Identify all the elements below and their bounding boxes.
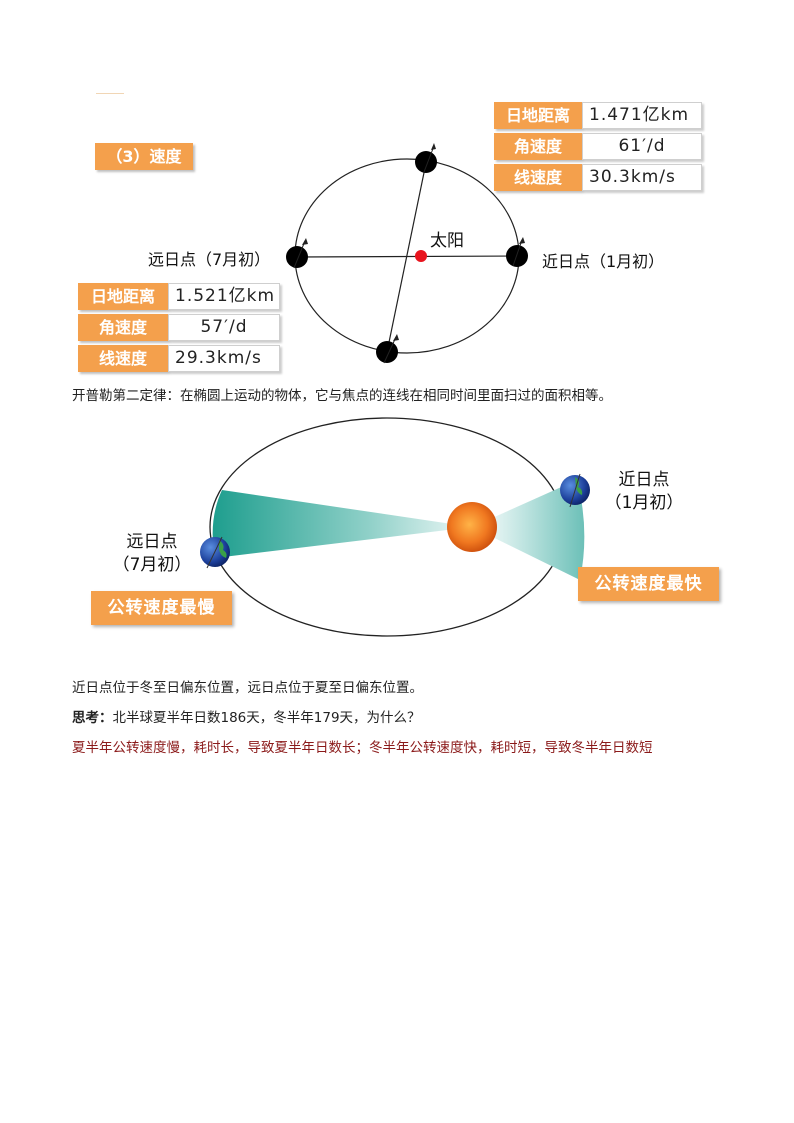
fast-sector: [472, 480, 585, 580]
slow-sector: [212, 490, 472, 558]
question-prefix: 思考：: [72, 710, 113, 726]
perihelion-linear-speed-key: 线速度: [494, 164, 582, 191]
aphelion-data-table: 日地距离 1.521亿km 角速度 57′/d 线速度 29.3km/s: [78, 283, 280, 372]
aphelion-label-2: 远日点 （7月初）: [106, 531, 198, 577]
aphelion-distance-value: 1.521亿km: [168, 283, 280, 310]
aphelion-angular-speed-key: 角速度: [78, 314, 168, 341]
earth-bottom-icon: [376, 334, 399, 364]
sun-label: 太阳: [430, 231, 464, 251]
kepler-law-text: 开普勒第二定律：在椭圆上运动的物体，它与焦点的连线在相同时间里面扫过的面积相等。: [72, 388, 612, 404]
chord-line: [386, 162, 427, 353]
perihelion-data-table: 日地距离 1.471亿km 角速度 61′/d 线速度 30.3km/s: [494, 102, 702, 191]
position-note: 近日点位于冬至日偏东位置，远日点位于夏至日偏东位置。: [72, 680, 423, 696]
sun-dot: [415, 250, 427, 262]
slowest-speed-badge: 公转速度最慢: [91, 591, 232, 625]
earth-right-icon: [506, 237, 528, 267]
perihelion-distance-key: 日地距离: [494, 102, 582, 129]
earth-left-icon: [286, 238, 308, 269]
earth-top-icon: [415, 143, 437, 173]
question-body: 北半球夏半年日数186天，冬半年179天，为什么？: [112, 710, 421, 726]
perihelion-angular-speed-key: 角速度: [494, 133, 582, 160]
aphelion-label: 远日点（7月初）: [148, 250, 271, 269]
earth-aphelion-icon: [200, 536, 230, 569]
perihelion-linear-speed-value: 30.3km/s: [582, 164, 702, 191]
sun-icon: [447, 502, 497, 552]
orbit-diagram-2: [200, 417, 590, 637]
perihelion-label-2: 近日点 （1月初）: [604, 469, 684, 515]
aphelion-distance-key: 日地距离: [78, 283, 168, 310]
orbit-diagram-1: [286, 143, 528, 364]
header-mark: [96, 93, 124, 94]
perihelion-label-line1: 近日点: [618, 470, 670, 490]
perihelion-label-line2: （1月初）: [604, 493, 684, 513]
perihelion-angular-speed-value: 61′/d: [582, 133, 702, 160]
aphelion-linear-speed-value: 29.3km/s: [168, 345, 280, 372]
perihelion-distance-value: 1.471亿km: [582, 102, 702, 129]
aphelion-label-line1: 远日点: [126, 532, 178, 552]
section-label: （3）速度: [95, 143, 193, 170]
fastest-speed-badge: 公转速度最快: [578, 567, 719, 601]
perihelion-label: 近日点（1月初）: [542, 252, 665, 271]
question-text: 思考：北半球夏半年日数186天，冬半年179天，为什么？: [72, 709, 421, 727]
aphelion-angular-speed-value: 57′/d: [168, 314, 280, 341]
answer-text: 夏半年公转速度慢，耗时长，导致夏半年日数长；冬半年公转速度快，耗时短，导致冬半年…: [72, 740, 653, 756]
aphelion-linear-speed-key: 线速度: [78, 345, 168, 372]
earth-perihelion-icon: [560, 473, 590, 508]
aphelion-label-line2: （7月初）: [112, 555, 192, 575]
